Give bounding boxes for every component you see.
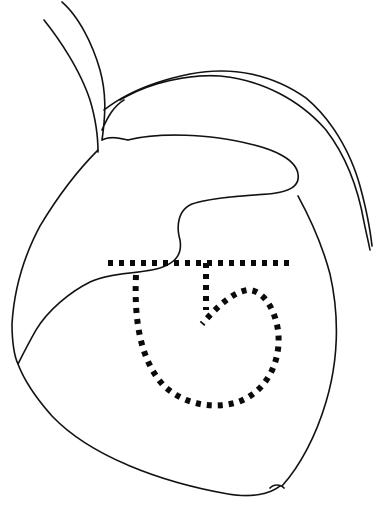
vessel-left-wall xyxy=(62,2,105,140)
atrium-appendage-edge xyxy=(102,138,128,140)
heart-left-border xyxy=(12,150,280,496)
heart-right-border xyxy=(282,196,336,486)
vessel-arch-outer xyxy=(104,71,372,246)
vessel-arch-inner xyxy=(120,76,370,250)
vessel-inner-left-wall xyxy=(44,20,98,152)
dotted-spiral-curve xyxy=(136,275,279,405)
atrium-appendage xyxy=(18,135,298,364)
